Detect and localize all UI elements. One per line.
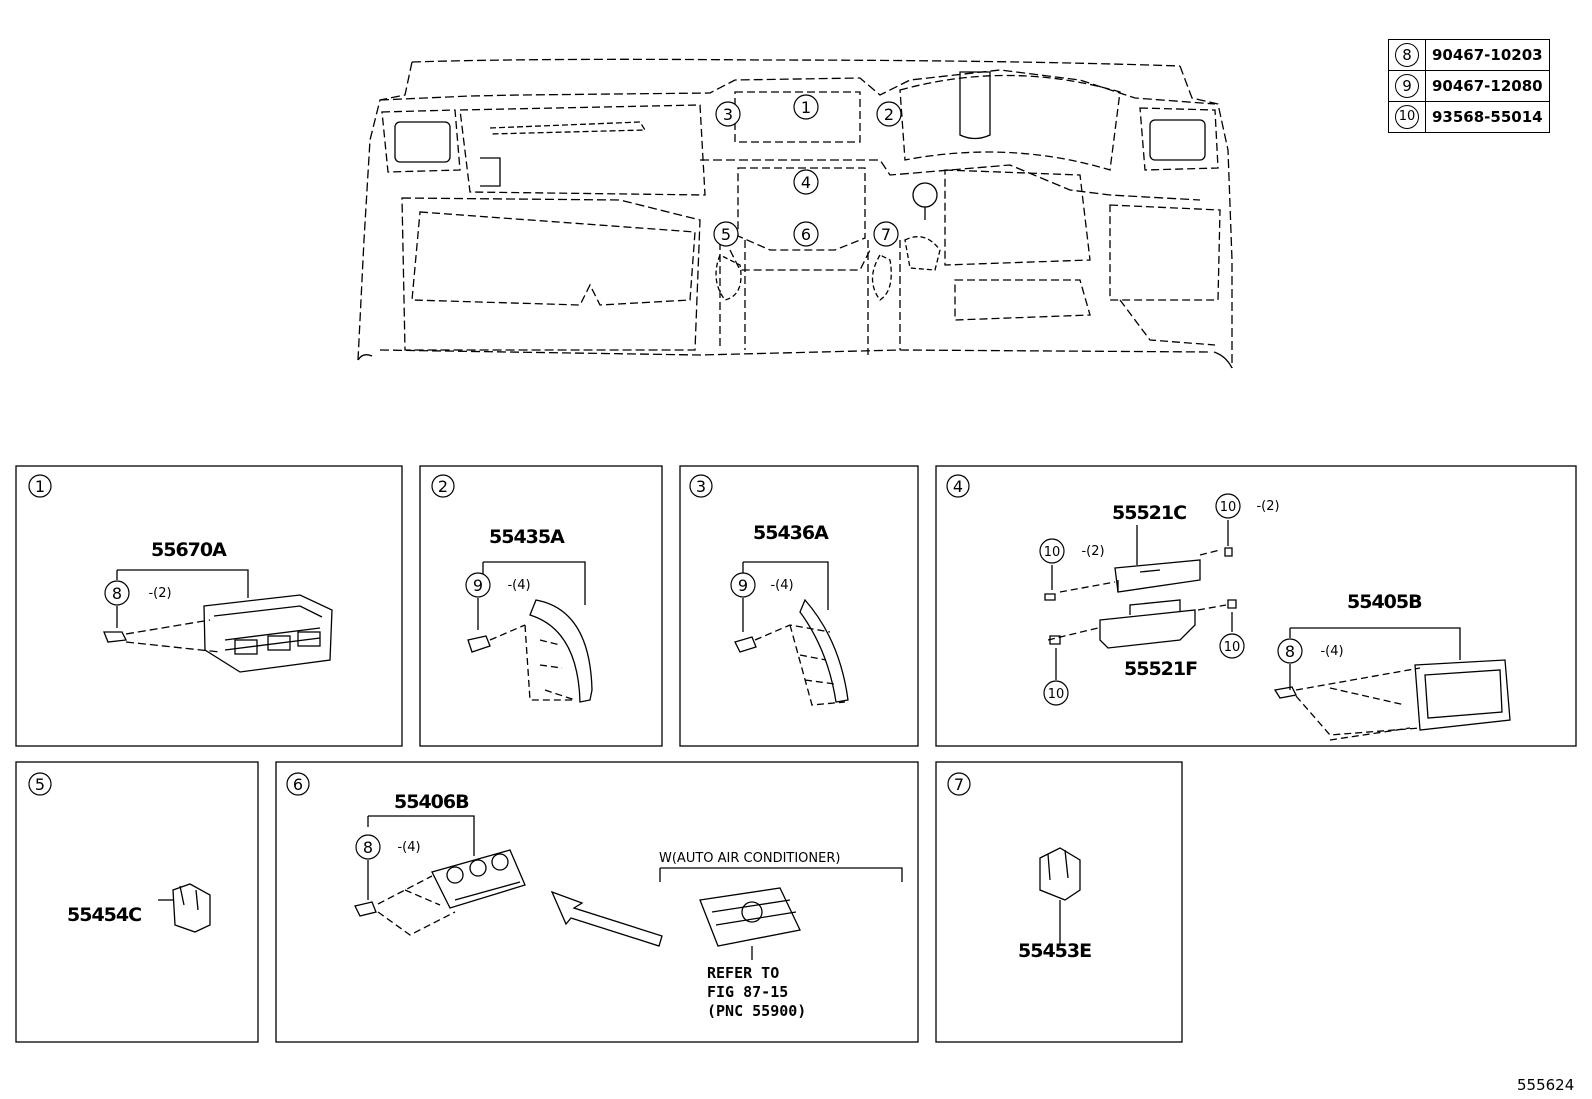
- part-number-label: 55435A: [489, 526, 565, 548]
- overview-callout-5: 5: [713, 221, 739, 247]
- legend-row: 10 93568-55014: [1388, 101, 1550, 133]
- svg-text:9: 9: [738, 576, 748, 595]
- overview-callout-number: 4: [801, 173, 811, 192]
- fastener-callout: 10: [1219, 633, 1245, 659]
- heater-control-55406B-drawing: [354, 815, 903, 960]
- fastener-quantity: -(4): [397, 840, 420, 855]
- fastener-callout: 8 -(2): [104, 580, 172, 606]
- panel-7-number: 7: [947, 772, 971, 796]
- part-number-label: 55436A: [753, 522, 829, 544]
- fastener-quantity: -(4): [1320, 644, 1343, 659]
- callout-circle: 8: [1395, 43, 1419, 67]
- refer-note-line: REFER TO: [707, 964, 779, 982]
- overview-callout-number: 6: [801, 225, 811, 244]
- panel-1-number: 1: [28, 474, 52, 498]
- fastener-callout: 9 -(4): [465, 572, 531, 598]
- panel-6-number: 6: [286, 772, 310, 796]
- fastener-quantity: -(4): [770, 578, 793, 593]
- svg-text:5: 5: [35, 775, 45, 794]
- knob-55453E-drawing: [1039, 847, 1081, 945]
- legend-part-number: 90467-12080: [1425, 70, 1550, 102]
- svg-text:10: 10: [1220, 500, 1237, 515]
- callout-circle: 9: [1395, 74, 1419, 98]
- overview-callout-2: 2: [876, 101, 902, 127]
- legend-part-number: 90467-10203: [1425, 39, 1550, 71]
- panel-2-frame: [419, 465, 663, 747]
- legend-row: 8 90467-10203: [1388, 39, 1550, 71]
- overview-callout-6: 6: [793, 221, 819, 247]
- part-number-label: 55521C: [1112, 502, 1186, 524]
- panel-6-frame: [275, 761, 919, 1043]
- overview-callout-1: 1: [793, 94, 819, 120]
- fastener-quantity: -(2): [1081, 544, 1104, 559]
- overview-callout-3: 3: [715, 101, 741, 127]
- overview-callout-number: 3: [723, 105, 733, 124]
- condition-note: W(AUTO AIR CONDITIONER): [659, 851, 840, 866]
- part-number-label: 55454C: [67, 904, 141, 926]
- fastener-callout: 10 -(2): [1039, 538, 1105, 564]
- fastener-quantity: -(2): [148, 586, 171, 601]
- panel-5-number: 5: [28, 772, 52, 796]
- fastener-callout: 10: [1043, 680, 1069, 706]
- refer-note-line: (PNC 55900): [707, 1002, 806, 1020]
- callout-circle: 10: [1395, 105, 1419, 129]
- svg-text:2: 2: [438, 477, 448, 496]
- part-number-label: 55406B: [394, 791, 469, 813]
- svg-text:8: 8: [1285, 642, 1295, 661]
- fastener-callout: 8 -(4): [1277, 638, 1344, 664]
- overview-callouts: 1 2 3 4 5 6 7: [713, 94, 902, 247]
- panel-3-frame: [679, 465, 919, 747]
- fastener-quantity: -(2): [1256, 499, 1279, 514]
- side-garnish-55436A-drawing: [734, 561, 849, 706]
- svg-text:7: 7: [954, 775, 964, 794]
- legend-part-number: 93568-55014: [1425, 101, 1550, 133]
- part-number-label: 55521F: [1124, 658, 1197, 680]
- fastener-callout: 10 -(2): [1215, 493, 1280, 519]
- panel-4-frame: [935, 465, 1577, 747]
- fastener-quantity: -(4): [507, 578, 530, 593]
- panel-4-number: 4: [946, 474, 970, 498]
- svg-text:8: 8: [112, 584, 122, 603]
- svg-text:4: 4: [953, 477, 963, 496]
- part-number-label: 55453E: [1018, 940, 1091, 962]
- side-garnish-55435A-drawing: [467, 561, 593, 703]
- svg-text:10: 10: [1044, 545, 1061, 560]
- panel-2-number: 2: [431, 474, 455, 498]
- fastener-callout: 8 -(4): [355, 834, 421, 860]
- svg-text:9: 9: [473, 576, 483, 595]
- overview-callout-4: 4: [793, 169, 819, 195]
- svg-text:10: 10: [1048, 687, 1065, 702]
- refer-note-line: FIG 87-15: [707, 983, 788, 1001]
- legend-row: 9 90467-12080: [1388, 70, 1550, 102]
- svg-text:3: 3: [696, 477, 706, 496]
- overview-callout-number: 1: [801, 98, 811, 117]
- panel-7-frame: [935, 761, 1183, 1043]
- panel-1-frame: [15, 465, 403, 747]
- svg-text:1: 1: [35, 477, 45, 496]
- svg-text:8: 8: [363, 838, 373, 857]
- center-cluster-bezel-55670A-drawing: [103, 569, 333, 673]
- overview-callout-number: 5: [721, 225, 731, 244]
- diagram-code: 555624: [1517, 1076, 1575, 1094]
- svg-text:6: 6: [293, 775, 303, 794]
- part-number-label: 55405B: [1347, 591, 1422, 613]
- overview-callout-number: 2: [884, 105, 894, 124]
- overview-callout-7: 7: [873, 221, 899, 247]
- part-number-label: 55670A: [151, 539, 227, 561]
- panel-3-number: 3: [689, 474, 713, 498]
- fastener-legend-table: 8 90467-10203 9 90467-12080 10 93568-550…: [1388, 39, 1550, 133]
- svg-text:10: 10: [1224, 640, 1241, 655]
- panel-4-parts-drawing: [1044, 520, 1511, 741]
- fastener-callout: 9 -(4): [730, 572, 794, 598]
- panel-5-frame: [15, 761, 259, 1043]
- knob-55454C-drawing: [158, 883, 211, 933]
- overview-callout-number: 7: [881, 225, 891, 244]
- dashboard-overview-drawing: [357, 58, 1233, 369]
